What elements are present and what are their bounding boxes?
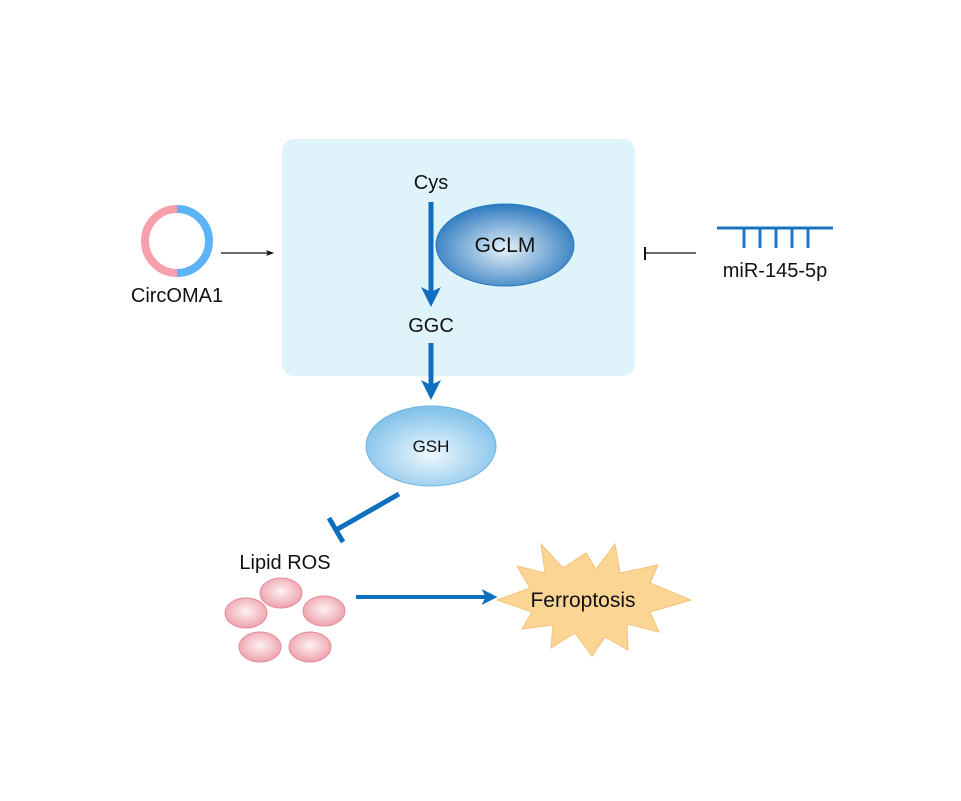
lipid-ros-label: Lipid ROS — [239, 552, 330, 574]
ros-droplet — [302, 595, 346, 627]
ros-droplet — [259, 577, 303, 609]
mirna-strand-icon — [717, 226, 833, 248]
circoma1-label: CircOMA1 — [131, 285, 223, 307]
mirna-inhibition — [644, 247, 696, 260]
ros-droplet — [288, 631, 332, 663]
lipid-ros-droplets-icon — [224, 577, 346, 663]
gclm-node: GCLM — [435, 203, 575, 287]
circrna-right-arc-icon — [176, 205, 213, 277]
ferroptosis-label: Ferroptosis — [530, 589, 635, 612]
gsh-inhibition-line — [334, 491, 401, 533]
circoma1-node: CircOMA1 — [131, 205, 223, 307]
gclm-ellipse — [435, 203, 575, 287]
gsh-ellipse — [365, 405, 497, 487]
ggc-label: GGC — [408, 315, 454, 337]
lipid-ros-node: Lipid ROS — [224, 552, 346, 663]
cys-label: Cys — [414, 172, 448, 194]
gsh-node: GSH — [365, 405, 497, 487]
gsh-label: GSH — [413, 437, 450, 456]
ferroptosis-node: Ferroptosis — [495, 542, 693, 657]
mirna-node: miR-145-5p — [717, 226, 833, 282]
gsh-inhibition-bar — [326, 516, 346, 544]
gclm-label: GCLM — [475, 234, 536, 257]
mirna-label: miR-145-5p — [723, 260, 827, 282]
ferroptosis-burst-icon — [495, 542, 693, 657]
gsh-inhibition — [326, 491, 401, 544]
circrna-left-arc-icon — [141, 205, 178, 277]
ros-droplet — [238, 631, 282, 663]
ros-droplet — [224, 597, 268, 629]
